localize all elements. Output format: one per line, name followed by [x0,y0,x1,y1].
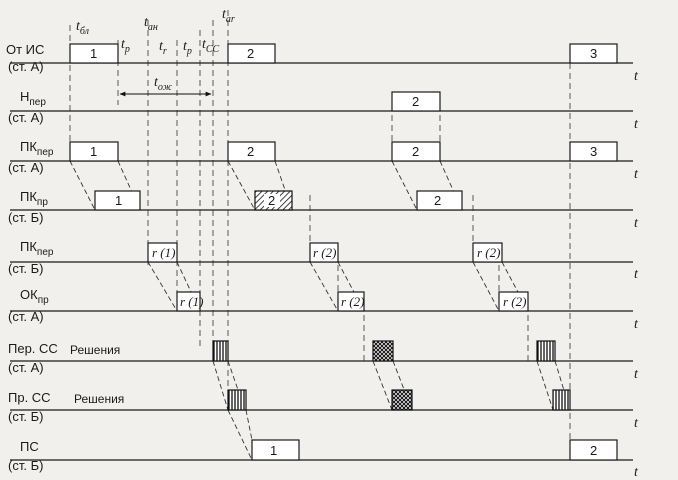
axis-t-label: t [634,416,639,431]
error-block-label-bg [264,194,280,207]
row-per-ss-blocks: Решения [70,340,556,362]
message-block [569,43,618,64]
row-station: (ст. Б) [8,458,43,473]
row-ok-pr-a-blocks: r (1) r (2) r (2) [176,291,529,312]
axis-t-label: t [634,69,639,84]
axis-t-label: t [634,216,639,231]
t-p-label: tр [121,37,130,55]
row-station: (ст. Б) [8,409,43,424]
row-label: ОКпр [20,287,49,306]
row-label: Нпер [20,89,46,108]
message-block [227,43,276,64]
row-station: (ст. А) [8,59,44,74]
block-label: r (1) [180,294,203,309]
block-label: 3 [590,46,597,61]
row-station: (ст. А) [8,110,44,125]
control-signal-block [536,340,556,362]
message-block [416,190,463,211]
block-label: 2 [412,94,419,109]
row-n-per-blocks: 2 [391,91,441,112]
axis-t-label: t [634,465,639,480]
message-block [391,141,441,162]
request-block [472,242,503,263]
block-label: 3 [590,144,597,159]
request-block [176,291,201,312]
row-station: (ст. А) [8,309,44,324]
t-ar-label: tar [222,7,235,25]
block-label: 2 [247,46,254,61]
row-labels: От ИС (ст. А) Нпер (ст. А) ПКпер (ст. А)… [6,42,58,473]
message-block [251,439,300,461]
message-block [569,439,618,461]
row-label: Пр. СС [8,390,51,405]
row-label: ПКпер [20,239,54,258]
row-station: (ст. А) [8,360,44,375]
decisions-label: Решения [74,392,124,406]
request-block [337,291,365,312]
t-bl-label: tбл [76,19,90,37]
block-label: 2 [247,144,254,159]
message-block [227,141,276,162]
block-label: 1 [90,46,97,61]
t-p-label: tр [183,39,192,57]
row-label: Пер. СС [8,341,58,356]
block-label: r (2) [341,294,364,309]
axis-t-labels: t t t t t t t t t [634,69,639,480]
block-label: 1 [90,144,97,159]
row-label: ПКпер [20,139,54,158]
block-label: 2 [268,193,275,208]
request-block [309,242,339,263]
timing-annotations: tбл tр tан tr tр tСС tar tож [76,7,235,97]
axis-t-label: t [634,267,639,282]
block-label: r (2) [503,294,526,309]
block-label: r (1) [152,245,175,260]
message-block [569,141,618,162]
block-label: r (2) [313,245,336,260]
row-pk-pr-b-blocks: 1 2 2 [94,190,463,211]
control-signal-block [552,389,571,411]
row-ps-b-blocks: 1 2 [251,439,618,461]
t-r-label: tr [159,39,167,57]
row-station: (ст. Б) [8,261,43,276]
row-station: (ст. А) [8,160,44,175]
block-label: 1 [270,443,277,458]
row-ot-is-blocks: 1 2 3 [69,43,618,64]
axis-t-label: t [634,367,639,382]
message-block [69,141,119,162]
row-label: ПКпр [20,189,48,208]
decisions-label: Решения [70,343,120,357]
message-block [391,91,441,112]
message-block [69,43,119,64]
row-pk-per-a-blocks: 1 2 2 3 [69,141,618,162]
block-label: 1 [115,193,122,208]
t-an-label: tан [144,15,158,33]
control-signal-block [391,389,413,411]
axis-t-label: t [634,317,639,332]
control-signal-block [372,340,394,362]
t-ozh-label: tож [154,75,173,93]
request-block [147,242,178,263]
block-label: 2 [434,193,441,208]
row-label: ПС [20,439,39,454]
control-signal-block [212,340,229,362]
axis-t-label: t [634,167,639,182]
block-label: 2 [590,443,597,458]
row-label: От ИС [6,42,44,57]
block-label: r (2) [477,245,500,260]
block-label: 2 [412,144,419,159]
control-signal-block [227,389,247,411]
row-pk-per-b-blocks: r (1) r (2) r (2) [147,242,503,263]
row-pr-ss-blocks: Решения [74,389,571,411]
axis-t-label: t [634,117,639,132]
message-block [94,190,141,211]
request-block [498,291,529,312]
row-station: (ст. Б) [8,210,43,225]
t-ss-label: tСС [202,37,220,55]
